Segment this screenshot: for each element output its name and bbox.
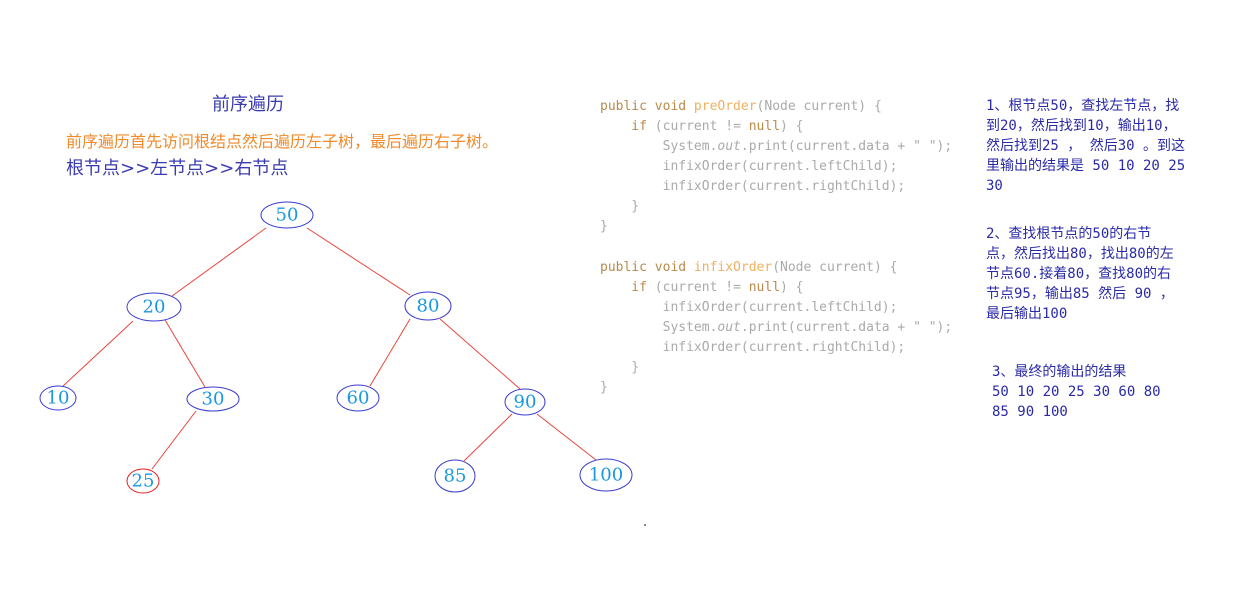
code-token: .print(current.data + " ");	[740, 320, 953, 335]
code-token: if	[600, 119, 655, 134]
tree-edge	[439, 318, 521, 390]
code-line: }	[600, 380, 608, 395]
code-token: (current !=	[654, 119, 749, 134]
tree-node-label: 50	[276, 205, 299, 226]
tree-node-label: 60	[347, 388, 370, 409]
tree-node-100: 100	[579, 458, 633, 492]
tree-edge	[62, 320, 134, 387]
tree-node-ellipse	[126, 292, 182, 322]
code-token: if	[600, 280, 655, 295]
code-line: infixOrder(current.rightChild);	[600, 340, 906, 355]
tree-node-label: 100	[589, 465, 623, 486]
tree-node-90: 90	[504, 388, 546, 416]
code-line: infixOrder(current.leftChild);	[600, 300, 898, 315]
tree-node-ellipse	[504, 388, 546, 416]
tree-edge	[171, 227, 267, 297]
code-token: null	[748, 119, 781, 134]
traversal-description: 前序遍历首先访问根结点然后遍历左子树，最后遍历右子树。	[66, 132, 499, 151]
tree-node-ellipse	[126, 468, 160, 494]
tree-node-label: 10	[47, 388, 70, 409]
code-line: }	[600, 360, 640, 375]
code-token: (Node current) {	[756, 99, 882, 114]
tree-node-label: 85	[444, 466, 467, 487]
code-line: infixOrder(current.rightChild);	[600, 179, 906, 194]
tree-node-85: 85	[434, 459, 476, 493]
code-token: infixOrder	[693, 260, 773, 275]
code-token: ) {	[780, 119, 804, 134]
tree-node-25: 25	[126, 468, 160, 494]
tree-node-80: 80	[404, 291, 452, 321]
code-token: ) {	[780, 280, 804, 295]
tree-node-20: 20	[126, 292, 182, 322]
tree-node-label: 25	[132, 471, 155, 492]
tree-node-ellipse	[434, 459, 476, 493]
tree-node-ellipse	[404, 291, 452, 321]
code-token: out	[717, 139, 741, 154]
tree-node-label: 90	[514, 392, 537, 413]
code-token: preOrder	[693, 99, 757, 114]
traversal-order: 根节点>>左节点>>右节点	[66, 158, 289, 179]
infixorder-code-block: public void infixOrder(Node current) { i…	[600, 258, 952, 398]
note-step-3: 3、最终的输出的结果 50 10 20 25 30 60 80 85 90 10…	[992, 364, 1161, 420]
tree-node-10: 10	[39, 385, 77, 411]
tree-edge	[463, 413, 513, 462]
tree-node-ellipse	[186, 386, 240, 412]
tree-node-60: 60	[336, 384, 380, 412]
tree-node-label: 80	[417, 296, 440, 317]
stray-dot	[644, 524, 646, 526]
code-token: public void	[600, 99, 694, 114]
tree-node-label: 20	[143, 297, 166, 318]
code-token: System.	[600, 320, 718, 335]
code-line: }	[600, 199, 640, 214]
tree-edge	[306, 227, 411, 296]
tree-node-30: 30	[186, 386, 240, 412]
binary-tree: 50 20 80 10 30 60 90 25 85 100	[39, 201, 633, 494]
diagram-title: 前序遍历	[212, 94, 284, 115]
tree-node-50: 50	[260, 201, 314, 229]
tree-node-ellipse	[579, 458, 633, 492]
tree-node-ellipse	[260, 201, 314, 229]
code-token: null	[748, 280, 781, 295]
tree-node-label: 30	[202, 389, 225, 410]
tree-edge	[164, 319, 206, 388]
note-step-1: 1、根节点50，查找左节点，找 到20，然后找到10，输出10， 然后找到25 …	[986, 98, 1186, 194]
code-token: public void	[600, 260, 694, 275]
tree-edge	[536, 413, 597, 461]
note-step-2: 2、查找根节点的50的右节 点，然后找出80，找出80的左 节点60.接着80，…	[986, 226, 1174, 322]
code-token: .print(current.data + " ");	[740, 139, 953, 154]
tree-edge	[151, 410, 197, 470]
code-token: System.	[600, 139, 718, 154]
code-token: (current !=	[654, 280, 749, 295]
code-line: infixOrder(current.leftChild);	[600, 159, 898, 174]
tree-edge	[369, 318, 411, 387]
tree-node-ellipse	[39, 385, 77, 411]
tree-node-ellipse	[336, 384, 380, 412]
code-token: (Node current) {	[772, 260, 898, 275]
preorder-code-block: public void preOrder(Node current) { if …	[600, 97, 952, 237]
code-line: }	[600, 219, 608, 234]
code-token: out	[717, 320, 741, 335]
